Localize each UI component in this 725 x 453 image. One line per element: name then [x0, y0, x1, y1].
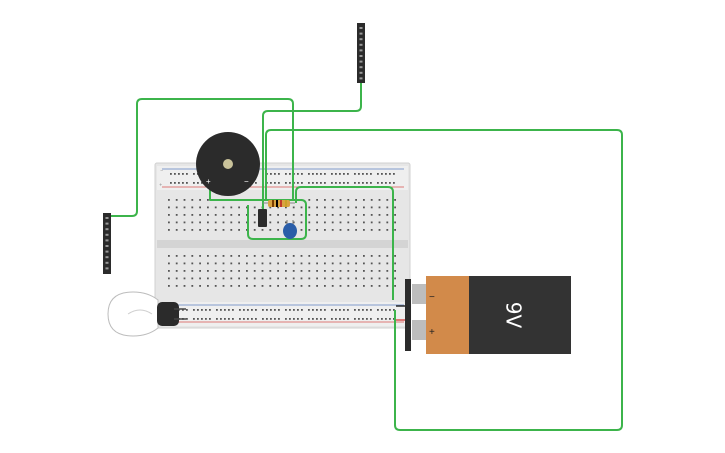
battery-9v[interactable]: − + 9V — [396, 276, 571, 354]
wire-center-loop — [209, 186, 307, 240]
wire-header-left — [108, 98, 294, 217]
wire-battery-loop — [265, 129, 623, 431]
resistor-icon[interactable] — [263, 200, 295, 207]
battery-minus-label: − — [429, 292, 435, 303]
light-bulb-icon[interactable] — [107, 291, 186, 337]
wire-header-top — [262, 82, 362, 212]
battery-plus-label: + — [429, 327, 435, 338]
rail-minus-label: − — [160, 168, 163, 173]
buzzer-minus-label: − — [244, 177, 249, 186]
buzzer[interactable]: + − — [196, 132, 260, 196]
breadboard[interactable]: − + — [154, 162, 411, 329]
capacitor-icon[interactable] — [283, 220, 297, 239]
wires — [108, 82, 623, 431]
buzzer-plus-label: + — [206, 177, 211, 186]
pin-header-left[interactable] — [103, 213, 111, 274]
battery-label: 9V — [502, 302, 526, 329]
transistor-icon[interactable] — [258, 209, 267, 227]
pin-header-top[interactable] — [357, 23, 365, 83]
wire-right-top — [295, 186, 394, 300]
breadboard-holes — [168, 173, 396, 320]
rail-plus-label: + — [159, 182, 162, 187]
